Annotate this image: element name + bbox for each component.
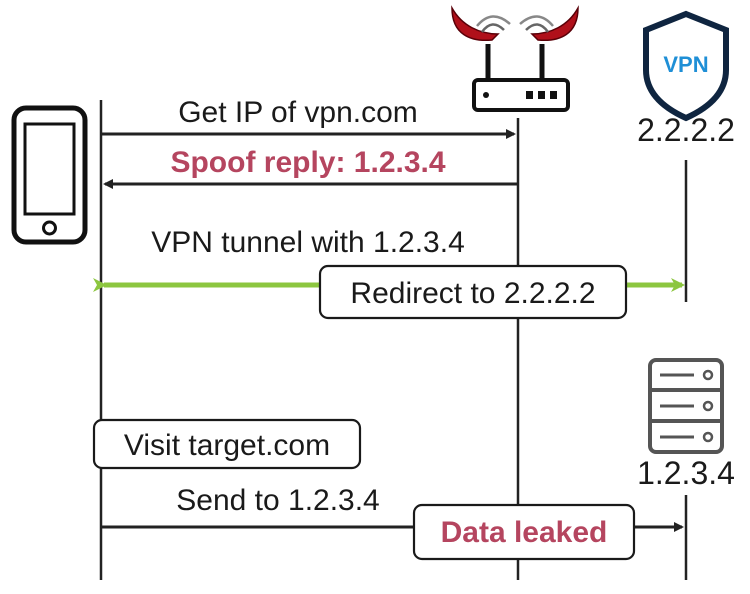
phone-icon xyxy=(11,105,88,245)
redirect-label: Redirect to 2.2.2.2 xyxy=(350,277,595,310)
visit-label: Visit target.com xyxy=(124,429,330,462)
data-leaked-box xyxy=(412,503,636,561)
server-ip-label: 1.2.3.4 xyxy=(637,455,735,491)
server-icon xyxy=(648,358,724,454)
redirect-box xyxy=(318,264,628,320)
get-ip-label: Get IP of vpn.com xyxy=(178,96,418,129)
router-icon xyxy=(451,5,579,112)
visit-box xyxy=(92,418,362,470)
vpn-tunnel-label: VPN tunnel with 1.2.3.4 xyxy=(151,226,465,259)
spoof-reply-label: Spoof reply: 1.2.3.4 xyxy=(170,146,445,179)
vpn-badge-text: VPN xyxy=(663,52,708,77)
vpn-shield-icon: VPN xyxy=(643,10,729,122)
vpn-ip-label: 2.2.2.2 xyxy=(637,112,735,148)
send-to-label: Send to 1.2.3.4 xyxy=(176,484,380,517)
data-leaked-label: Data leaked xyxy=(441,516,608,549)
